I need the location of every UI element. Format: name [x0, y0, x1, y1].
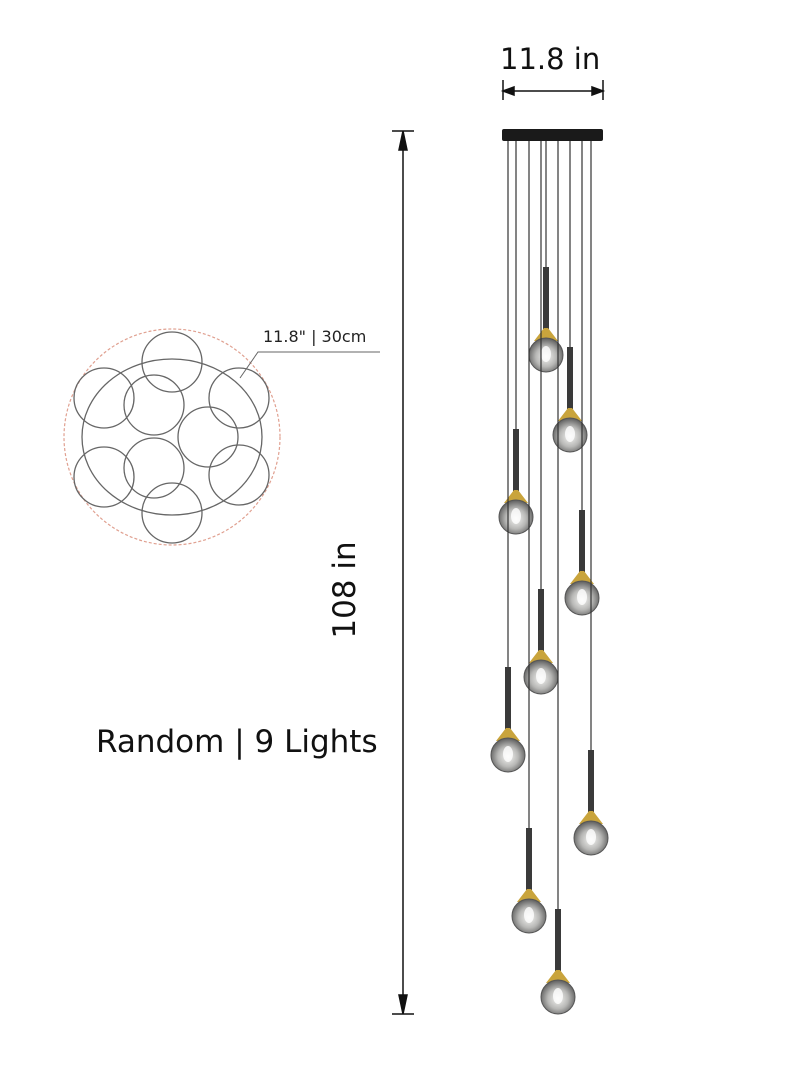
pendant-light: [511, 141, 547, 934]
pendant-rod: [555, 909, 561, 971]
light-position-circle: [123, 437, 185, 499]
canopy-outline: [63, 328, 281, 546]
height-dimension-line: [392, 130, 414, 1015]
brass-cap: [570, 571, 594, 584]
bulb: [541, 346, 551, 362]
canopy-diameter-label: 11.8" | 30cm: [263, 327, 367, 346]
light-position-circle: [208, 444, 270, 506]
bulb: [577, 589, 587, 605]
pendant-light: [552, 141, 588, 453]
bulb: [511, 508, 521, 524]
light-position-circle: [73, 367, 135, 429]
pendant-rod: [538, 589, 544, 651]
pendant-rod: [543, 267, 549, 329]
light-position-circle: [123, 374, 185, 436]
bulb: [524, 907, 534, 923]
bulb: [503, 746, 513, 762]
pendant-rod: [588, 750, 594, 812]
pendant-light: [540, 141, 576, 1015]
pendant-rod: [505, 667, 511, 729]
height-label: 108 in: [327, 541, 363, 639]
pendant-rod: [513, 429, 519, 491]
brass-cap: [529, 650, 553, 663]
brass-cap: [534, 328, 558, 341]
pendant-light: [523, 141, 559, 695]
pendant-rod: [579, 510, 585, 572]
bulb: [553, 988, 563, 1004]
brass-cap: [579, 811, 603, 824]
brass-cap: [496, 728, 520, 741]
bulb: [586, 829, 596, 845]
canopy-layout-diagram: [63, 328, 380, 546]
light-position-circle: [141, 331, 203, 393]
brass-cap: [546, 970, 570, 983]
diameter-leader-line: [239, 351, 380, 379]
pendant-rod: [526, 828, 532, 890]
light-position-circle: [208, 367, 270, 429]
bulb: [536, 668, 546, 684]
pendant-light: [498, 141, 534, 535]
pendant-light: [573, 141, 609, 856]
light-position-circle: [177, 406, 239, 468]
brass-cap: [517, 889, 541, 902]
light-position-circle: [141, 482, 203, 544]
width-label: 11.8 in: [500, 42, 601, 76]
pendant-light: [490, 141, 526, 773]
ceiling-canopy: [502, 129, 603, 141]
width-dimension-line: [500, 80, 606, 100]
layout-label: Random | 9 Lights: [96, 724, 378, 760]
brass-cap: [558, 408, 582, 421]
light-position-circle: [73, 446, 135, 508]
pendant-rod: [567, 347, 573, 409]
brass-cap: [504, 490, 528, 503]
bulb: [565, 426, 575, 442]
